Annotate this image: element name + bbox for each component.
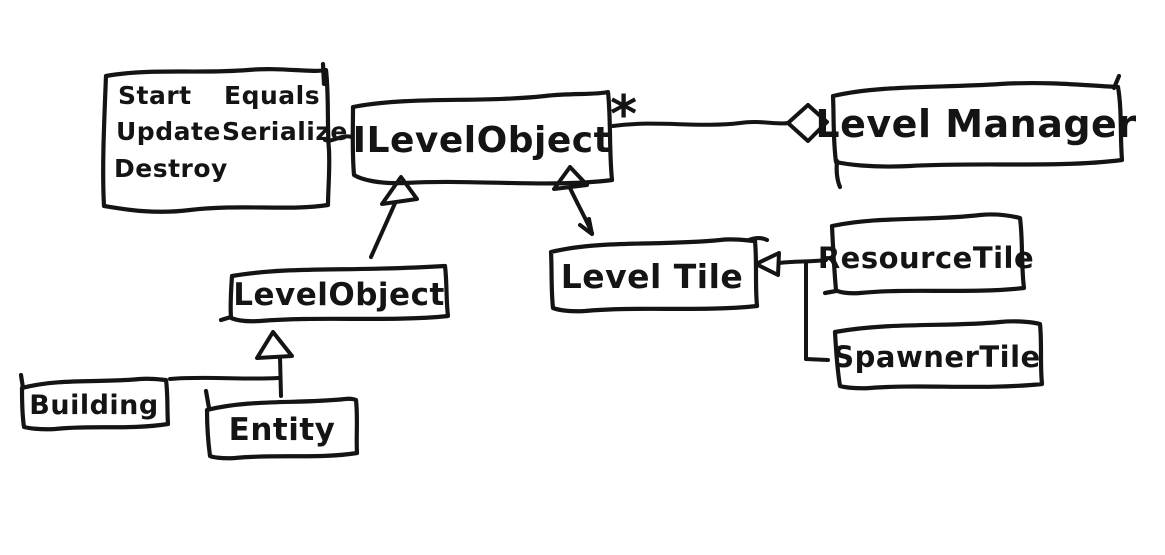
tile-subclass-top-line <box>777 258 828 265</box>
methods-note-corner-tick <box>320 61 327 87</box>
levelmanager-box <box>830 80 1125 169</box>
entity-corner-tick <box>203 388 212 411</box>
levelobject-inheritance-triangle-icon <box>380 175 419 206</box>
spawnertile-label: SpawnerTile <box>833 340 1040 374</box>
spawnertile-box <box>832 319 1045 391</box>
entity-inheritance-line <box>278 355 283 398</box>
building-box <box>19 376 171 432</box>
method-label-destroy: Destroy <box>114 154 228 183</box>
tile-subclass-bottom-line <box>804 357 830 362</box>
levelobject-label: LevelObject <box>233 277 445 313</box>
levelmanager-corner-tick <box>834 158 843 190</box>
building-corner-tick <box>18 372 26 391</box>
ilevelobject-label: ILevelObject <box>353 120 612 161</box>
method-label-update: Update <box>116 117 221 146</box>
levelmanager-label: Level Manager <box>815 102 1136 146</box>
method-label-serialize: Serialize <box>222 117 348 146</box>
building-label: Building <box>29 390 158 421</box>
method-label-equals: Equals <box>224 81 320 110</box>
methods-note-box <box>101 67 332 214</box>
method-label-start: Start <box>118 81 192 110</box>
entity-label: Entity <box>229 412 336 448</box>
entity-box <box>204 396 360 461</box>
levelobject-corner-tick <box>218 314 234 323</box>
leveltile-inheritance-triangle-icon <box>552 165 589 191</box>
leveltile-corner-tick <box>746 236 770 243</box>
aggregation-line <box>611 120 790 128</box>
aggregation-multiplicity: * <box>610 85 638 145</box>
ilevelobject-box <box>350 89 615 186</box>
building-inheritance-line <box>168 375 280 381</box>
resourcetile-label: ResourceTile <box>818 241 1034 275</box>
leveltile-label: Level Tile <box>561 257 744 296</box>
entity-building-triangle-icon <box>255 330 294 360</box>
leveltile-line-arrowhead-icon <box>578 217 594 236</box>
tile-subclass-triangle-icon <box>754 251 781 277</box>
levelobject-inheritance-line <box>369 199 398 259</box>
aggregation-diamond-icon <box>786 103 829 143</box>
resourcetile-corner-tick <box>822 288 839 296</box>
levelmanager-top-right-tick <box>1111 73 1122 91</box>
leveltile-box <box>548 237 760 314</box>
